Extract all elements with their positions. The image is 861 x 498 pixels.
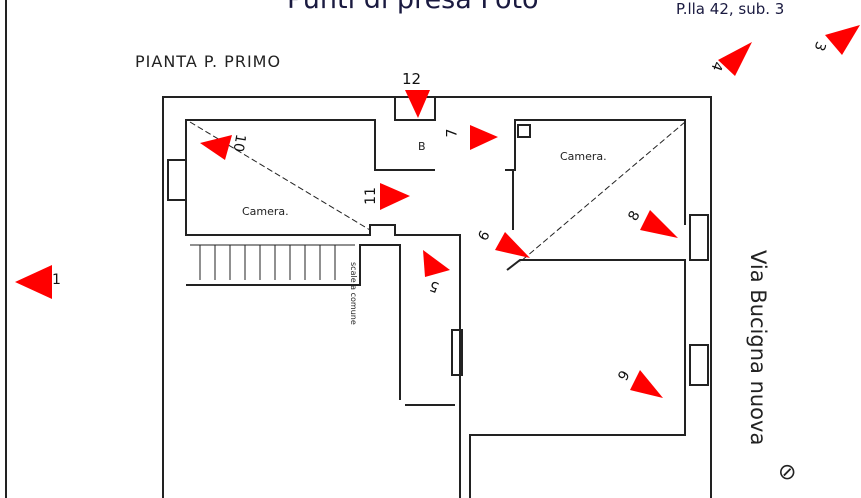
photo-point-1-label: 1 bbox=[52, 272, 61, 288]
stairs bbox=[190, 244, 355, 280]
photo-point-1-arrow bbox=[15, 265, 52, 299]
window bbox=[689, 344, 709, 386]
photo-arrows bbox=[15, 25, 860, 398]
photo-point-6-arrow bbox=[495, 232, 530, 258]
wall bbox=[505, 119, 686, 225]
photo-point-12-label: 12 bbox=[402, 70, 422, 88]
plan-label: PIANTA P. PRIMO bbox=[135, 52, 282, 71]
north-arrow-icon: ⊘ bbox=[778, 460, 797, 485]
room-stairs: scale a comune bbox=[349, 262, 358, 325]
view-line bbox=[519, 121, 686, 263]
photo-point-9-arrow bbox=[630, 370, 663, 398]
room-camera-right: Camera. bbox=[560, 150, 607, 163]
street-label: Via Bucigna nuova bbox=[746, 250, 770, 446]
fixture bbox=[517, 124, 531, 138]
wall bbox=[186, 244, 401, 400]
window bbox=[167, 159, 187, 201]
parcel-reference: P.lla 42, sub. 3 bbox=[676, 0, 785, 18]
room-bathroom: B bbox=[418, 140, 426, 153]
room-camera-left: Camera. bbox=[242, 205, 289, 218]
photo-point-10-label: 10 bbox=[229, 132, 249, 154]
photo-point-8-arrow bbox=[640, 210, 678, 238]
photo-point-11-arrow bbox=[380, 183, 410, 210]
photo-point-4-arrow bbox=[718, 42, 752, 76]
view-line bbox=[189, 121, 371, 231]
page-title: Punti di presa Foto bbox=[287, 0, 539, 15]
photo-point-12-arrow bbox=[405, 90, 430, 118]
photo-point-11-label: 11 bbox=[362, 187, 379, 205]
door bbox=[451, 329, 463, 376]
photo-point-10-arrow bbox=[200, 135, 232, 160]
photo-point-7-label: 7 bbox=[444, 128, 461, 138]
wall bbox=[185, 190, 461, 498]
photo-point-3-arrow bbox=[825, 25, 860, 55]
outer-wall bbox=[162, 96, 712, 498]
window bbox=[689, 214, 709, 261]
photo-point-5-arrow bbox=[423, 250, 450, 277]
wall bbox=[185, 119, 435, 235]
photo-point-7-arrow bbox=[470, 125, 498, 150]
wall bbox=[469, 259, 686, 498]
